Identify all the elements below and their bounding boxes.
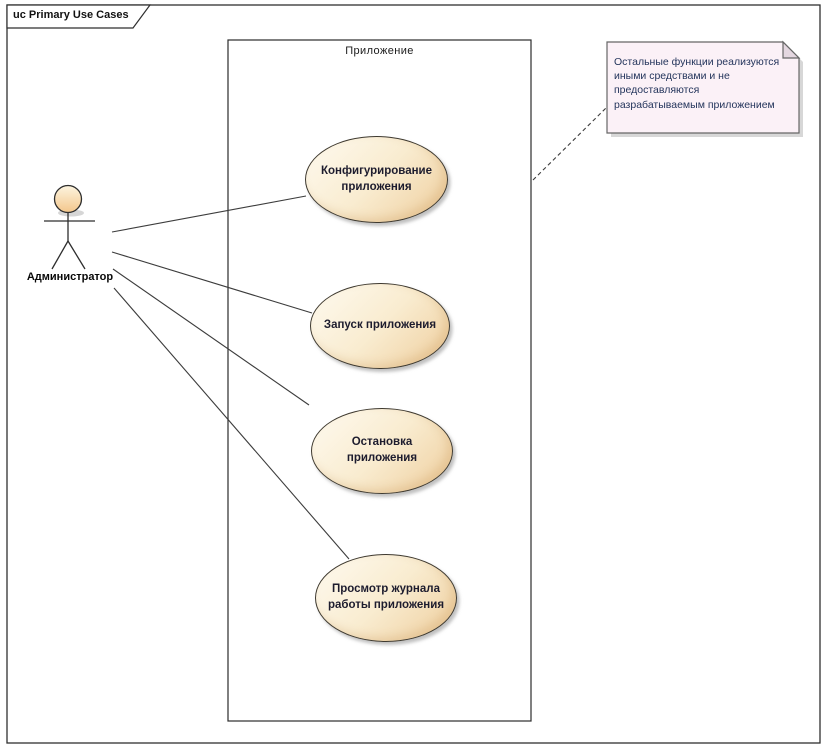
usecase-configure-application[interactable]: Конфигурирование приложения bbox=[305, 136, 448, 223]
usecase-label: Просмотр журнала работы приложения bbox=[327, 583, 445, 611]
usecase-label: Остановка приложения bbox=[346, 436, 418, 464]
actor-head[interactable] bbox=[53, 184, 83, 214]
frame-title: uc Primary Use Cases bbox=[13, 9, 129, 21]
association-line-viewlog[interactable] bbox=[113, 287, 350, 560]
note-text: Остальные функции реализуются иными сред… bbox=[614, 56, 780, 111]
frame-tab bbox=[6, 4, 152, 29]
actor-leg-left bbox=[51, 240, 69, 270]
note-link-line[interactable] bbox=[532, 107, 607, 181]
actor-label: Администратор bbox=[26, 271, 114, 283]
actor-leg-right bbox=[67, 240, 86, 270]
usecase-view-log[interactable]: Просмотр журнала работы приложения bbox=[315, 554, 457, 642]
note[interactable] bbox=[606, 40, 803, 137]
association-line-start[interactable] bbox=[111, 251, 313, 314]
actor-figure[interactable] bbox=[44, 184, 95, 270]
association-line-stop[interactable] bbox=[112, 268, 310, 406]
note-body[interactable] bbox=[606, 41, 800, 134]
usecase-label: Конфигурирование приложения bbox=[320, 164, 433, 193]
note-fold-icon bbox=[782, 40, 801, 59]
association-line-configure[interactable] bbox=[111, 195, 307, 233]
usecase-label: Запуск приложения bbox=[323, 319, 437, 332]
usecase-stop-application[interactable]: Остановка приложения bbox=[311, 408, 453, 494]
boundary-title: Приложение bbox=[345, 45, 414, 57]
usecase-start-application[interactable]: Запуск приложения bbox=[310, 283, 450, 369]
